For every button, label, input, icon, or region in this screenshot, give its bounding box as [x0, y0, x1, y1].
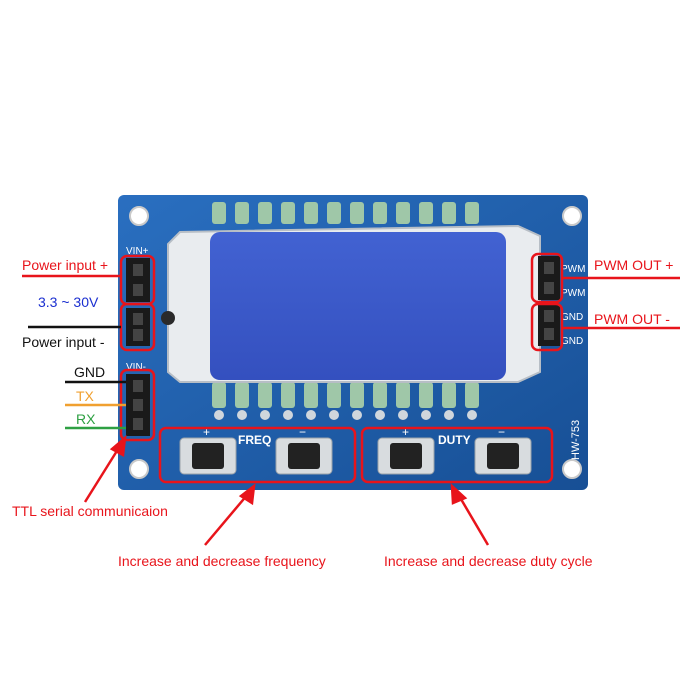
gnd-silk-1: GND — [561, 312, 583, 323]
solder-joints — [214, 410, 477, 420]
duty-minus-silk: − — [498, 425, 505, 439]
freq-plus-silk: + — [203, 425, 210, 439]
arrow-ttl — [83, 445, 122, 503]
vin-plus-silk: VIN+ — [126, 246, 149, 257]
gnd-header — [538, 304, 560, 346]
lcd-top-pins — [212, 202, 479, 224]
freq-minus-silk: − — [299, 425, 306, 439]
mounting-hole — [562, 459, 582, 479]
vin-minus-silk: VIN- — [126, 362, 146, 373]
small-component — [161, 311, 175, 325]
arrows — [83, 434, 490, 546]
pwm-silk-2: PWM — [561, 288, 585, 299]
duty-silk: DUTY — [438, 433, 471, 447]
label-pwm-out-plus: PWM OUT + — [594, 257, 674, 273]
label-gnd: GND — [74, 364, 106, 380]
pwm-header — [538, 256, 560, 300]
label-power-input-minus: Power input - — [22, 334, 105, 350]
left-headers — [126, 258, 175, 436]
label-increase-decrease-frequency: Increase and decrease frequency — [118, 553, 326, 569]
buttons — [179, 437, 532, 475]
arrow-duty — [456, 493, 490, 546]
label-voltage-range: 3.3 ~ 30V — [38, 294, 99, 310]
label-increase-decrease-duty: Increase and decrease duty cycle — [384, 553, 593, 569]
box-freq-buttons — [158, 426, 357, 484]
label-ttl-serial: TTL serial communicaion — [12, 503, 168, 519]
annotation-boxes — [119, 252, 564, 484]
silkscreen: VIN+ VIN- PWM PWM GND GND FREQ DUTY + − … — [126, 246, 585, 460]
arrow-freq — [204, 493, 249, 546]
label-rx: RX — [76, 411, 96, 427]
connector-lines — [22, 274, 680, 430]
label-pwm-out-minus: PWM OUT - — [594, 311, 670, 327]
freq-silk: FREQ — [238, 433, 271, 447]
label-tx: TX — [76, 388, 94, 404]
mounting-hole — [129, 206, 149, 226]
duty-plus-silk: + — [402, 425, 409, 439]
gnd-silk-2: GND — [561, 336, 583, 347]
mounting-hole — [562, 206, 582, 226]
pwm-silk-1: PWM — [561, 264, 585, 275]
box-duty-buttons — [360, 426, 554, 484]
model-silk: HW-753 — [570, 420, 582, 460]
label-power-input-plus: Power input + — [22, 257, 108, 273]
mounting-hole — [129, 459, 149, 479]
lcd-module — [167, 202, 541, 420]
right-headers — [538, 256, 560, 346]
lcd-bottom-pins — [212, 382, 479, 408]
lcd-screen — [210, 232, 506, 380]
